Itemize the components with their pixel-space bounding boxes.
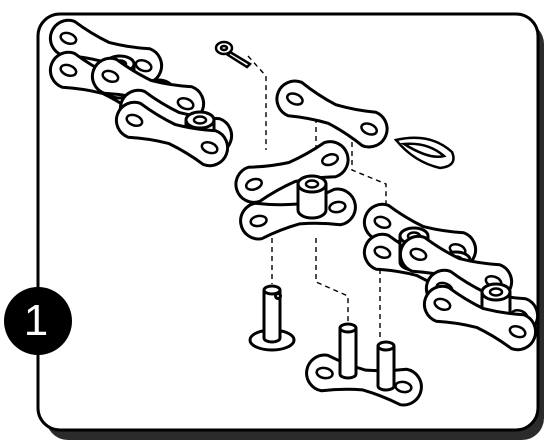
single-pin bbox=[248, 284, 296, 352]
step-badge bbox=[4, 287, 72, 355]
spring-clip bbox=[393, 136, 455, 170]
cotter-pin bbox=[214, 40, 253, 69]
pin-link-plate bbox=[302, 322, 426, 410]
